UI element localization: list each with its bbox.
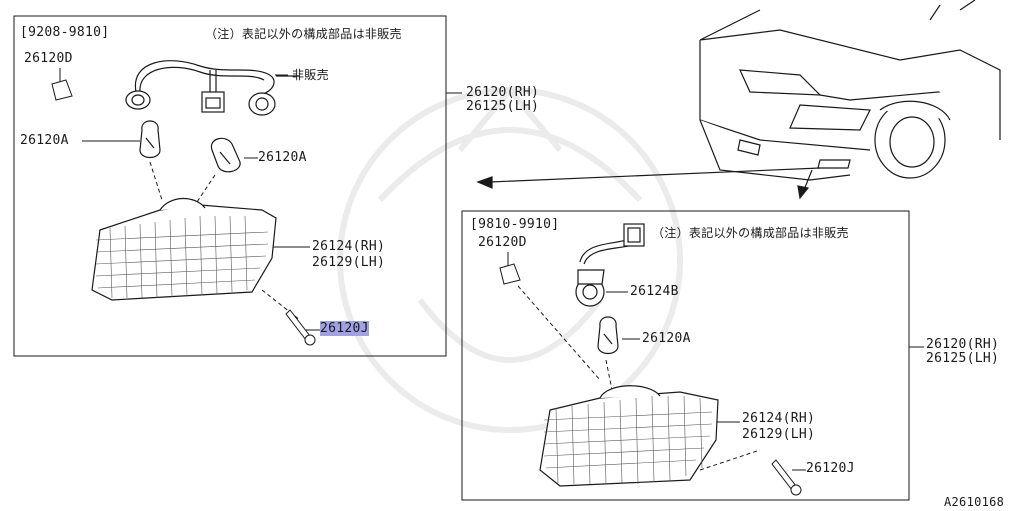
highlighted-part[interactable]: 26120J: [320, 321, 369, 336]
diagram-code: A2610168: [944, 495, 1005, 509]
assembly-label-rh-bottom[interactable]: 26120(RH): [926, 337, 1000, 352]
part-label-lens-rh-bottom[interactable]: 26124(RH): [742, 411, 816, 426]
lens-housing-icon: [91, 197, 277, 301]
panel-top-date-range: [9208-9810]: [20, 25, 110, 40]
not-sold-label: 非販売: [292, 68, 329, 82]
part-label-bulb-bottom[interactable]: 26120A: [642, 331, 691, 346]
part-label-bulb-left-top[interactable]: 26120A: [20, 133, 69, 148]
screw-icon: [285, 309, 316, 346]
bulb-left-icon: [139, 120, 161, 159]
socket-harness-icon: [575, 223, 645, 307]
panel-bottom-date-range: [9810-9910]: [470, 217, 560, 232]
callout-arrows: [476, 167, 821, 200]
panel-bottom-frame: [461, 210, 910, 501]
wiring-harness-icon: [125, 60, 300, 116]
panel-top-frame: [13, 15, 447, 357]
watermark-emblem: [337, 85, 683, 433]
part-label-socket-bottom[interactable]: 26124B: [630, 284, 679, 299]
part-label-bracket-bottom[interactable]: 26120D: [478, 235, 527, 250]
bulb-bottom-icon: [597, 316, 619, 355]
panel-top-note: （注）表記以外の構成部品は非販売: [205, 27, 402, 41]
part-label-screw-bottom[interactable]: 26120J: [806, 461, 855, 476]
leader-lines-bottom: [517, 285, 924, 471]
bracket-icon: [51, 79, 73, 101]
car-front-illustration: [699, 0, 1001, 181]
assembly-label-lh-top[interactable]: 26125(LH): [466, 99, 540, 114]
panel-bottom-note: （注）表記以外の構成部品は非販売: [652, 226, 849, 240]
part-label-screw-top[interactable]: 26120J: [320, 321, 369, 336]
lens-housing-bottom-icon: [539, 385, 719, 487]
screw-bottom-icon: [771, 459, 802, 496]
bracket-bottom-icon: [499, 263, 521, 285]
part-label-lens-rh-top[interactable]: 26124(RH): [312, 239, 386, 254]
assembly-label-lh-bottom[interactable]: 26125(LH): [926, 351, 1000, 366]
lens-grid-bottom: [543, 395, 713, 485]
part-label-bulb-right-top[interactable]: 26120A: [258, 150, 307, 165]
leader-lines-top: [82, 74, 462, 331]
assembly-label-rh-top[interactable]: 26120(RH): [466, 85, 540, 100]
part-label-bracket-top[interactable]: 26120D: [24, 51, 73, 66]
part-label-lens-lh-bottom[interactable]: 26129(LH): [742, 427, 816, 442]
bulb-right-icon: [210, 137, 241, 173]
lens-grid: [95, 215, 269, 299]
part-label-lens-lh-top[interactable]: 26129(LH): [312, 255, 386, 270]
